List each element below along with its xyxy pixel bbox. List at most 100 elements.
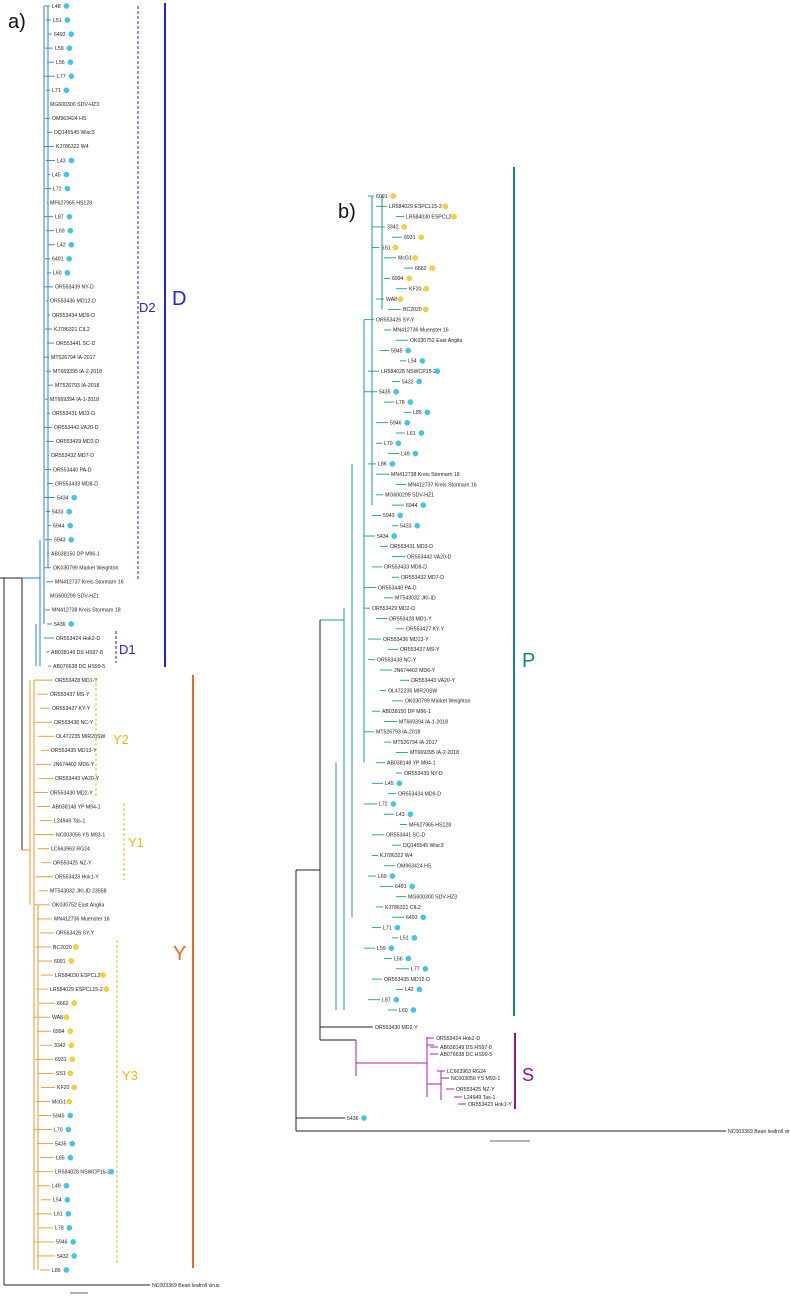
leaf-label: L69 (56, 229, 65, 235)
leaf-marker (73, 944, 79, 950)
leaf-marker (389, 873, 396, 879)
leaf-label: 5943 (383, 513, 395, 519)
leaf-marker (68, 157, 75, 164)
leaf-label: L42 (405, 987, 414, 993)
leaf-label: AB076638 DC HS99-5 (53, 664, 105, 670)
leaf-label: 6944 (53, 523, 65, 529)
leaf-label: AB038150 DP M96-1 (382, 709, 431, 715)
leaf-label: L24949 Tas-1 (54, 818, 85, 824)
leaf-label: KJ786321 CIL2 (385, 905, 421, 911)
leaf-marker (410, 1007, 417, 1013)
leaf-label: KJ786322 W4 (56, 144, 89, 150)
leaf-label: L49 (52, 1184, 61, 1190)
leaf-label: MF627965 HS128 (50, 200, 92, 206)
leaf-label: 5434 (57, 495, 69, 501)
leaf-label: MT526793 IA-2018 (376, 730, 421, 736)
leaf-label: OR553423 Hok1-Y (468, 1102, 512, 1108)
leaf-marker (405, 955, 412, 962)
leaf-label: MN412737 Kreis Stormarn 16 (55, 580, 124, 586)
leaf-marker (396, 780, 403, 787)
leaf-marker (100, 972, 106, 978)
leaf-label: OR553437 MS-Y (400, 647, 440, 653)
leaf-label: OR553435 MD13-Y (51, 748, 97, 754)
leaf-marker (451, 213, 457, 220)
leaf-marker (67, 1112, 73, 1119)
clade-annotations-a: D D2 D1 Y Y2 Y1 Y3 (95, 3, 194, 1268)
leaf-marker (66, 1225, 73, 1231)
leaf-marker (67, 522, 73, 529)
leaf-label: MT526794 IA-2017 (393, 740, 438, 746)
leaf-label: OK030752 East Anglia (52, 903, 104, 909)
leaf-label: OR553443 VA20-Y (55, 776, 100, 782)
leaf-label: L49 (401, 451, 410, 457)
leaf-label: MF627965 HS128 (409, 822, 451, 828)
leaf-label: BC2020 (53, 945, 72, 951)
leaf-marker (103, 986, 110, 992)
leaf-marker (69, 1140, 75, 1147)
leaf-marker (108, 1168, 115, 1175)
leaf-label: JN674402 MD6-Y (53, 762, 95, 768)
leaf-label: 5434 (377, 534, 389, 540)
leaf-label: AB038149 DS HS97-8 (440, 1045, 492, 1051)
leaf-label: L72 (53, 186, 62, 192)
leaf-label: L70 (384, 441, 393, 447)
leaf-label: MT669394 IA-1-2018 (50, 397, 99, 403)
leaf-label: L60 (399, 1008, 408, 1014)
leaf-label: OR553424 Hok2-D (56, 636, 100, 642)
leaf-marker (418, 430, 425, 436)
leaf-marker (419, 358, 426, 364)
leaf-label: JN674402 MD6-Y (394, 668, 436, 674)
leaf-marker (416, 378, 422, 385)
leaf-label: OR553438 NC-Y (54, 720, 94, 726)
leaf-label: OR553434 MD9-D (398, 791, 441, 797)
leaf-marker (397, 296, 404, 302)
leaf-marker (411, 935, 418, 941)
leaf-label: L72 (379, 802, 388, 808)
leaf-label: 6493 (54, 32, 66, 38)
leaf-label: 6662 (57, 1001, 69, 1007)
leaf-marker (64, 185, 71, 192)
leaf-marker (66, 256, 72, 262)
leaf-label: MT669394 IA-1-2018 (399, 719, 448, 725)
leaf-label: OR553432 MD7-D (51, 453, 94, 459)
leaf-label: OR553424 Hok2-D (436, 1036, 480, 1042)
leaf-label: 6931 (55, 1057, 67, 1063)
leaf-label: OR553433 MD8-D (55, 481, 98, 487)
leaf-label: 6091 (54, 959, 66, 965)
leaf-marker (71, 1253, 77, 1259)
leaf-label: L71 (52, 88, 61, 94)
leaf-marker (388, 945, 395, 951)
leaf-marker (68, 958, 74, 964)
leaf-label: OR553427 KY-Y (406, 627, 445, 633)
leaf-marker (409, 883, 415, 890)
leaf-label: OR553429 MD2-D (56, 439, 99, 445)
leaf-label: KJ786322 W4 (380, 853, 413, 859)
leaf-marker (71, 1000, 77, 1006)
leaf-label: WA8 (386, 297, 397, 303)
leaf-label: L87 (55, 214, 64, 220)
leaf-label: MG600299 SDV-HZ1 (385, 493, 434, 499)
leaf-label: LC663963 RG24 (447, 1069, 486, 1075)
leaf-label: MN412736 Muenster 16 (393, 328, 449, 334)
leaf-label: L51 (400, 936, 409, 942)
leaf-label: OR553428 MD1-Y (389, 616, 432, 622)
leaf-marker (64, 1197, 71, 1203)
leaf-label: OR553430 MD2-Y (375, 1025, 418, 1031)
leaf-label: L54 (53, 1198, 62, 1204)
leaf-label: L78 (55, 1226, 64, 1232)
panel-a-label: a) (8, 11, 26, 33)
leaf-label: OR553443 VA20-Y (411, 678, 456, 684)
leaf-label: AB038148 YP M94-1 (52, 804, 101, 810)
leaf-label: 3342 (54, 1043, 66, 1049)
leaf-label: AB038148 YP M94-1 (387, 761, 436, 767)
leaf-label: L51 (53, 18, 62, 24)
leaf-marker (361, 1115, 367, 1121)
leaf-label: L61 (54, 1212, 63, 1218)
leaf-label: OR553436 MD13-Y (383, 637, 429, 643)
leaf-label: L86 (378, 462, 387, 468)
leaf-label: 5433 (400, 524, 412, 530)
leaf-label: L70 (54, 1127, 63, 1133)
leaf-label: NC003056 YS M93-1 (56, 832, 105, 838)
